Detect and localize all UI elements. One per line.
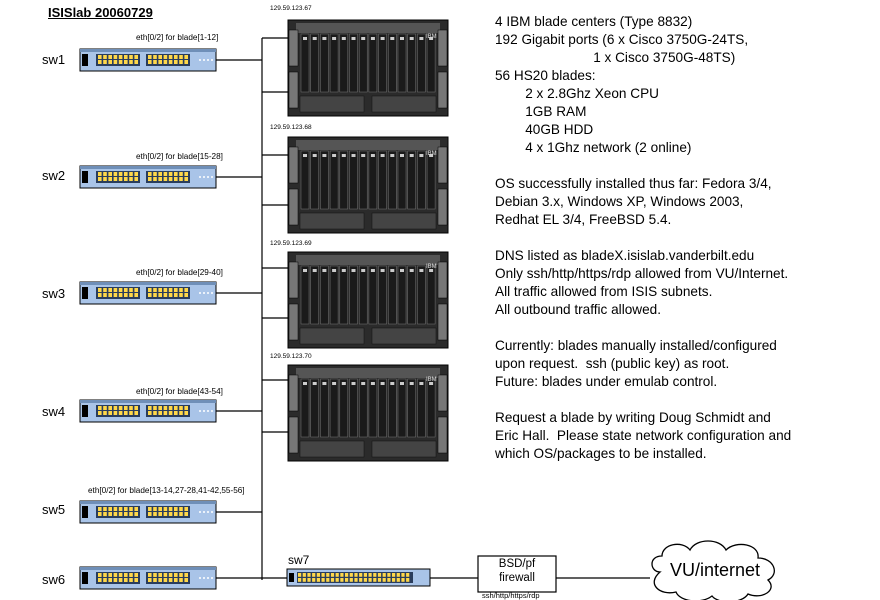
firewall-line1: BSD/pf	[498, 558, 536, 570]
sw1-port-label: eth[0/2] for blade[1-12]	[136, 33, 219, 42]
blade-center-3-icon	[287, 251, 449, 349]
sw3-label: sw3	[42, 286, 66, 301]
firewall-box	[477, 555, 557, 593]
bc4-ip: 129.59.123.70	[270, 353, 312, 360]
page-title: ISISlab 20060729	[48, 5, 153, 20]
bc3-brand: IBM	[426, 264, 437, 270]
switch-1-icon	[79, 48, 217, 72]
sw3-port-label: eth[0/2] for blade[29-40]	[136, 268, 223, 277]
info-line: Only ssh/http/https/rdp allowed from VU/…	[495, 266, 789, 281]
sw5-label: sw5	[42, 502, 66, 517]
info-line: 4 x 1Ghz network (2 online)	[495, 140, 692, 155]
sw1-label: sw1	[42, 52, 66, 67]
bc3-ip: 129.59.123.69	[270, 240, 312, 247]
bc2-ip: 129.59.123.68	[270, 124, 312, 131]
sw4-port-label: eth[0/2] for blade[43-54]	[136, 387, 223, 396]
info-line: which OS/packages to be installed.	[495, 446, 707, 461]
info-line: Redhat EL 3/4, FreeBSD 5.4.	[495, 212, 672, 227]
blade-center-1-icon	[287, 19, 449, 117]
switch-5-icon	[79, 500, 217, 524]
bc1-ip: 129.59.123.67	[270, 5, 312, 12]
info-line: DNS listed as bladeX.isislab.vanderbilt.…	[495, 248, 755, 263]
info-line: 192 Gigabit ports (6 x Cisco 3750G-24TS,	[495, 32, 749, 47]
switch-4-icon	[79, 399, 217, 423]
info-line: 1GB RAM	[495, 104, 587, 119]
info-line: Future: blades under emulab control.	[495, 374, 718, 389]
sw2-port-label: eth[0/2] for blade[15-28]	[136, 152, 223, 161]
switch-2-icon	[79, 165, 217, 189]
cloud-label: VU/internet	[670, 560, 761, 580]
internet-cloud-icon	[651, 540, 775, 600]
info-line: 2 x 2.8Ghz Xeon CPU	[495, 86, 659, 101]
bc4-brand: IBM	[426, 377, 437, 383]
sw2-label: sw2	[42, 168, 66, 183]
info-line: 56 HS20 blades:	[495, 68, 596, 83]
info-line: 1 x Cisco 3750G-48TS)	[495, 50, 736, 65]
info-line: OS successfully installed thus far: Fedo…	[495, 176, 772, 191]
firewall-line2: firewall	[499, 572, 535, 584]
blade-center-2-icon	[287, 136, 449, 234]
bc1-brand: IBM	[426, 34, 437, 40]
info-line: upon request. ssh (public key) as root.	[495, 356, 730, 371]
info-line: Eric Hall. Please state network configur…	[495, 428, 792, 443]
switch-6-icon	[79, 566, 217, 590]
info-line: Request a blade by writing Doug Schmidt …	[495, 410, 771, 425]
sw6-label: sw6	[42, 572, 66, 587]
info-line: 40GB HDD	[495, 122, 594, 137]
info-line: Currently: blades manually installed/con…	[495, 338, 777, 353]
blade-center-4-icon	[287, 364, 449, 462]
sw5-port-label: eth[0/2] for blade[13-14,27-28,41-42,55-…	[88, 486, 245, 495]
firewall-ports: ssh/http/https/rdp	[482, 591, 540, 600]
info-line: All outbound traffic allowed.	[495, 302, 661, 317]
sw4-label: sw4	[42, 404, 66, 419]
sw7-label: sw7	[288, 553, 310, 567]
switch-3-icon	[79, 281, 217, 305]
info-line: 4 IBM blade centers (Type 8832)	[495, 14, 693, 29]
switch-7-icon	[286, 568, 431, 587]
bc2-brand: IBM	[426, 151, 437, 157]
info-line: All traffic allowed from ISIS subnets.	[495, 284, 713, 299]
info-line: Debian 3.x, Windows XP, Windows 2003,	[495, 194, 744, 209]
